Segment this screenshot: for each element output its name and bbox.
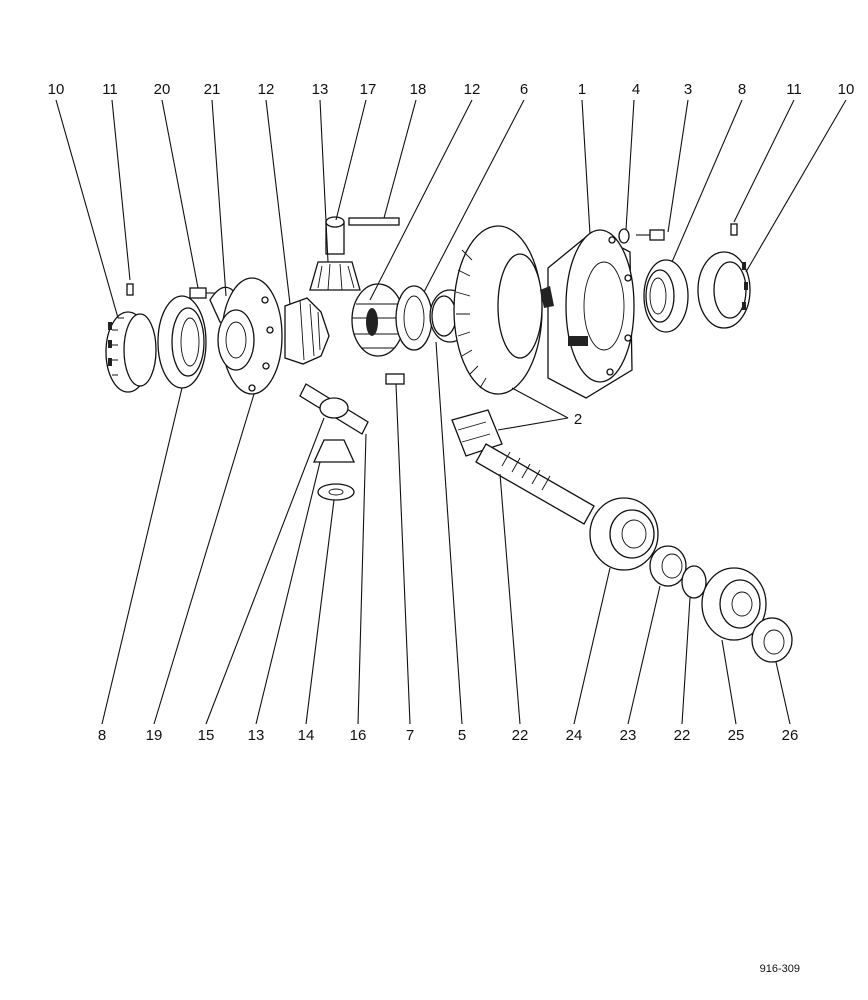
washer xyxy=(317,483,355,501)
callout-bottom-6: 16 xyxy=(350,727,367,744)
pinion-shaft xyxy=(299,383,369,435)
callout-top-2: 11 xyxy=(102,81,118,98)
callout-top-4: 21 xyxy=(204,81,221,98)
callout-side: 2 xyxy=(574,411,582,428)
leader-lines xyxy=(55,99,847,725)
callout-top-15: 11 xyxy=(786,81,802,98)
bearing-nut-right xyxy=(697,251,751,329)
bearing-24 xyxy=(589,497,659,571)
callout-top-1: 10 xyxy=(48,81,65,98)
callout-bottom-2: 19 xyxy=(146,727,163,744)
callout-top-7: 17 xyxy=(360,81,377,98)
pinion-gear-top xyxy=(309,216,361,291)
callout-bottom-3: 15 xyxy=(198,727,215,744)
pinion-gear-lower xyxy=(312,439,356,463)
callout-top-12: 4 xyxy=(632,81,640,98)
nut-4 xyxy=(618,228,630,244)
callout-bottom-10: 24 xyxy=(566,727,583,744)
pin-right xyxy=(730,223,738,236)
bearing-left xyxy=(157,295,207,389)
callout-bottom-7: 7 xyxy=(406,727,414,744)
callout-bottom-4: 13 xyxy=(248,727,265,744)
callout-bottom-9: 22 xyxy=(512,727,529,744)
callout-bottom-1: 8 xyxy=(98,727,106,744)
bolt-right xyxy=(636,229,665,241)
case-half-left xyxy=(217,277,283,395)
callout-top-16: 10 xyxy=(838,81,855,98)
thrust-washer xyxy=(395,285,433,351)
callout-bottom-5: 14 xyxy=(298,727,315,744)
bottom-callouts: 8 19 15 13 14 16 7 5 22 24 23 22 25 26 xyxy=(98,727,799,744)
pin-left xyxy=(126,283,134,296)
top-callouts: 10 11 20 21 12 13 17 18 12 6 1 4 3 8 11 … xyxy=(48,81,855,98)
bearing-right xyxy=(643,259,689,333)
bearing-nut-left xyxy=(105,311,157,393)
figure-code: 916-309 xyxy=(760,963,800,975)
callout-top-14: 8 xyxy=(738,81,746,98)
block-7 xyxy=(385,373,405,385)
callout-top-11: 1 xyxy=(578,81,586,98)
callout-bottom-8: 5 xyxy=(458,727,466,744)
parts-illustration xyxy=(105,216,793,663)
spacer-23 xyxy=(649,545,687,587)
callout-top-5: 12 xyxy=(258,81,275,98)
callout-top-13: 3 xyxy=(684,81,692,98)
callout-top-3: 20 xyxy=(154,81,171,98)
callout-bottom-12: 22 xyxy=(674,727,691,744)
callout-bottom-11: 23 xyxy=(620,727,637,744)
shim-22 xyxy=(681,565,707,599)
bearing-25 xyxy=(701,567,767,641)
callout-top-6: 13 xyxy=(312,81,329,98)
drive-pinion xyxy=(451,409,595,525)
cross-pin xyxy=(348,217,400,226)
callout-top-8: 18 xyxy=(410,81,427,98)
differential-case xyxy=(540,229,635,399)
crown-wheel xyxy=(453,225,543,395)
side-gear-right xyxy=(351,283,405,357)
callout-bottom-13: 25 xyxy=(728,727,745,744)
callout-top-9: 12 xyxy=(464,81,481,98)
side-gear-left xyxy=(284,297,330,365)
callout-top-10: 6 xyxy=(520,81,528,98)
nut-26 xyxy=(751,617,793,663)
callout-bottom-14: 26 xyxy=(782,727,799,744)
